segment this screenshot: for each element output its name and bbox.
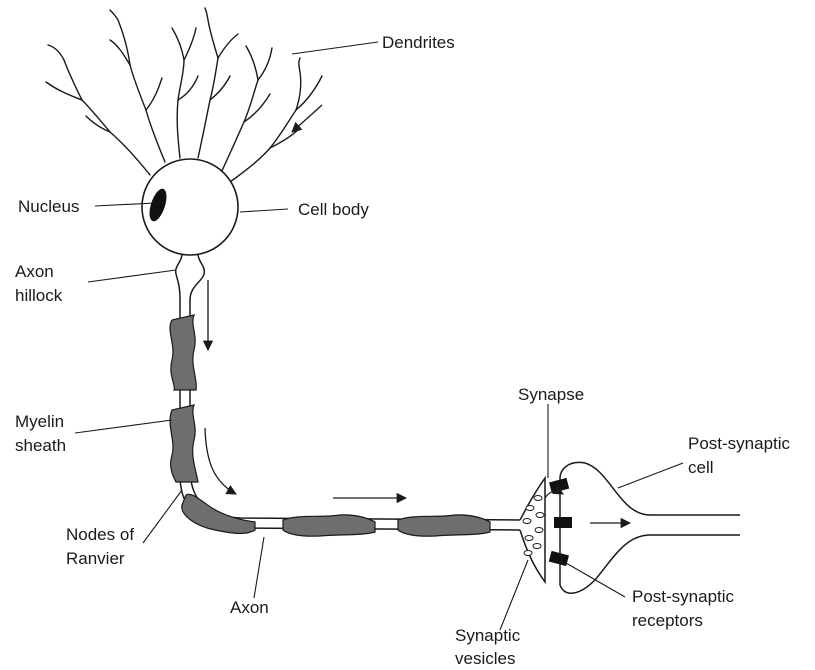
label-synapse: Synapse [518, 383, 584, 406]
label-axon: Axon [230, 596, 269, 619]
label-post-synaptic-cell-line2: cell [688, 456, 714, 479]
label-post-synaptic-receptors-line2: receptors [632, 609, 703, 632]
myelin-sheaths [170, 315, 490, 536]
label-dendrites: Dendrites [382, 31, 455, 54]
leader-lines [75, 42, 683, 630]
post-synaptic-cell [560, 462, 740, 593]
label-synaptic-vesicles-line1: Synaptic [455, 624, 520, 647]
signal-direction-arrows [205, 105, 630, 523]
label-axon-hillock-line1: Axon [15, 260, 54, 283]
label-nodes-of-ranvier-line1: Nodes of [66, 523, 134, 546]
label-cell-body: Cell body [298, 198, 369, 221]
dendrites [46, 8, 322, 182]
label-myelin-sheath-line2: sheath [15, 434, 66, 457]
label-nucleus: Nucleus [18, 195, 79, 218]
label-myelin-sheath-line1: Myelin [15, 410, 64, 433]
label-synaptic-vesicles-line2: vesicles [455, 647, 515, 670]
label-nodes-of-ranvier-line2: Ranvier [66, 547, 125, 570]
label-post-synaptic-receptors-line1: Post-synaptic [632, 585, 734, 608]
label-post-synaptic-cell-line1: Post-synaptic [688, 432, 790, 455]
label-axon-hillock-line2: hillock [15, 284, 62, 307]
